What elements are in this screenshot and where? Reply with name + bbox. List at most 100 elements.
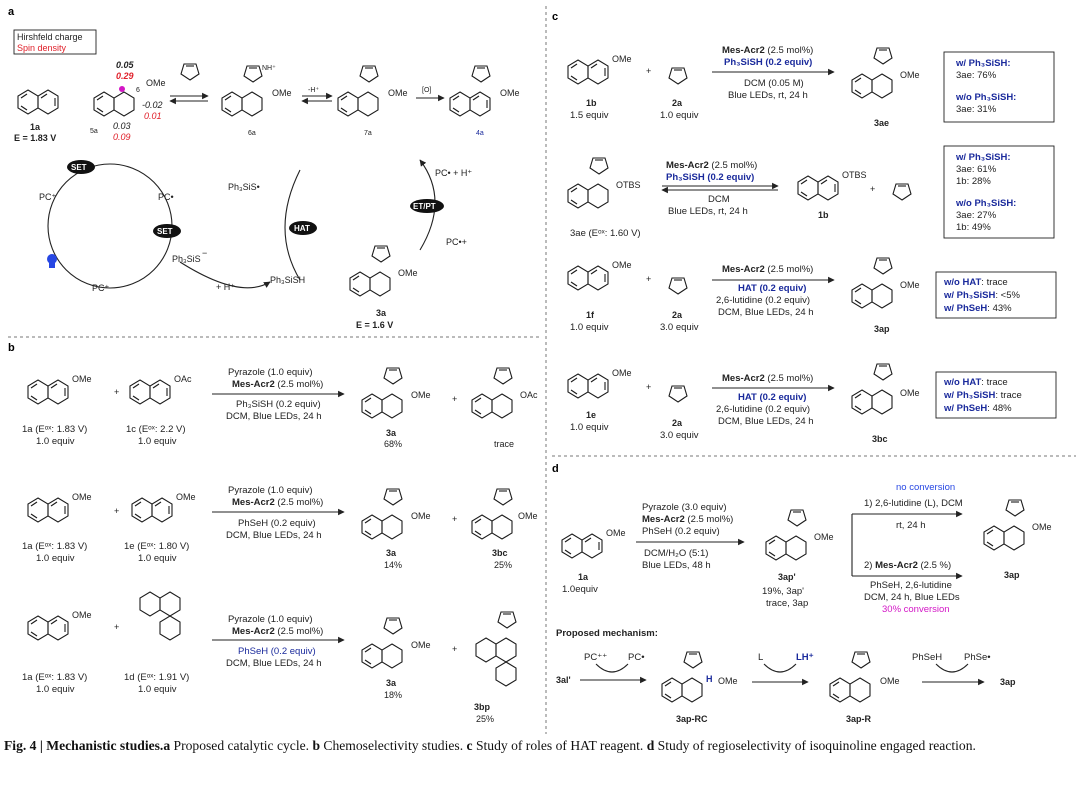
b2-cond-2: Mes-Acr2 (2.5 mol%) [232,497,323,508]
c4-box-1: w/o HAT: trace [943,377,1008,388]
etpt-badge [410,199,444,213]
panel-a: Hirshfeld charge Spin density 1a E = 1.8… [13,29,520,330]
molecule-4a [449,91,491,117]
c1-result-box [943,51,1055,123]
caption-d-text: Study of regioselectivity of isoquinolin… [654,738,976,753]
c3-ome: OMe [612,260,632,270]
d-m-r-label: 3ap-R [846,714,872,724]
caption-fig: Fig. 4 | Mechanistic studies. [4,738,164,753]
b2-ome-2: OMe [176,492,196,502]
b1-cond-3: Ph₃SiSH (0.2 equiv) [236,399,321,410]
b3-prod-3a-pyr [383,617,403,635]
c4-prod-pyr [873,363,893,381]
d-prod-label: 3ap [1004,570,1020,580]
c3-box-3: w/ PhSeH: 43% [943,303,1012,314]
legend-spin: Spin density [17,43,67,53]
pos-6: 6 [136,87,140,94]
spin-top: 0.29 [116,71,134,81]
caption-c-text: Study of roles of HAT reagent. [472,738,647,753]
b3-p2-yield: 25% [476,714,494,724]
c4-eq-1: 1.0 equiv [570,422,609,433]
d-s1b: rt, 24 h [896,520,926,531]
b2-p1-yield: 14% [384,560,402,570]
c4-prod-label: 3bc [872,434,888,444]
panel-label-a: a [8,6,15,18]
c2-cond-3: DCM [708,194,730,205]
pc-1: PC⁺ [92,283,110,293]
c3-eq-2: 3.0 equiv [660,322,699,333]
c2-box-3: 1b: 28% [956,176,991,187]
d-m-rc [661,677,703,703]
c1-box-2: 3ae: 76% [956,70,997,81]
d-sm-label: 1a [578,572,589,582]
b1-cond-1: Pyrazole (1.0 equiv) [228,367,312,378]
anion-minus: − [202,248,207,258]
b3-eq-1: 1.0 equiv [36,684,75,695]
c3-cond-2: HAT (0.2 equiv) [738,283,806,294]
b1-eq-1: 1.0 equiv [36,436,75,447]
b2-p2-yield: 25% [494,560,512,570]
c3-result-box [935,271,1057,319]
c1-label-1b: 1b [586,98,597,108]
c4-label-2a: 2a [672,418,683,428]
b3-sm-1a [27,615,69,641]
d-m-lh: LH⁺ [796,652,814,663]
b3-plus: + [114,622,119,632]
c3-cond-3: 2,6-lutidine (0.2 equiv) [716,295,810,306]
b2-prod-3bc [471,514,513,540]
b3-cond-4: DCM, Blue LEDs, 24 h [226,658,322,669]
b1-eq-2: 1.0 equiv [138,436,177,447]
d-sm-1a [561,533,603,559]
d-m-pc1: PC⁺⁺ [584,652,607,663]
d-cond-3: PhSeH (0.2 equiv) [642,526,720,537]
b3-p2-label: 3bp [474,702,491,712]
pyrazole-4a [471,65,491,83]
b3-label-1d: 1d (Eᵒˣ: 1.91 V) [124,672,189,683]
d-noconv: no conversion [896,482,955,493]
b2-prod-3a-pyr [383,488,403,506]
b2-eq-2: 1.0 equiv [138,553,177,564]
c2-prod-label: 1b [818,210,829,220]
b3-label-1a: 1a (Eᵒˣ: 1.83 V) [22,672,87,683]
d-m-h: H [706,674,713,684]
b2-p2-label: 3bc [492,548,508,558]
b1-p1-yield: 68% [384,439,402,449]
c4-box-2: w/ Ph₃SiSH: trace [943,390,1022,401]
ome-7a: OMe [388,88,408,98]
b2-p2-ome: OMe [518,511,538,521]
b3-cond-1: Pyrazole (1.0 equiv) [228,614,312,625]
caption-d: d [646,738,655,753]
c4-plus: + [646,382,651,392]
spin-6: 0.01 [144,111,162,121]
d-m-start: 3al' [556,675,571,685]
panel-label-c: c [552,11,558,23]
set-badge-1 [67,160,95,174]
charge-top: 0.05 [116,60,135,70]
d-mid-y2: trace, 3ap [766,598,808,609]
c3-cond-4: DCM, Blue LEDs, 24 h [718,307,814,318]
c2-result-box [943,145,1055,239]
spin-dot [119,86,125,92]
b1-ome: OMe [72,374,92,384]
b3-sm-1d [139,591,181,641]
b1-sm-1c [129,379,171,405]
d-mid-y1: 19%, 3ap' [762,586,804,597]
c1-cond-1: Mes-Acr2 (2.5 mol%) [722,45,813,56]
c4-cond-3: 2,6-lutidine (0.2 equiv) [716,404,810,415]
caption-b-text: Chemoselectivity studies. [320,738,467,753]
c2-cond-2: Ph₃SiSH (0.2 equiv) [666,172,754,183]
d-conv: 30% conversion [882,604,950,615]
pc-rad-1: PC• [158,192,174,202]
caption-a: a [163,738,171,753]
b2-prod-3a [361,514,403,540]
b2-cond-4: DCM, Blue LEDs, 24 h [226,530,322,541]
d-cond-1: Pyrazole (3.0 equiv) [642,502,726,513]
ph3sis-anion: Ph₃SiS [172,254,201,264]
d-m-r-ome: OMe [880,676,900,686]
d-mid-label: 3ap' [778,572,796,582]
b3-ome: OMe [72,610,92,620]
d-m-r [829,677,871,703]
b1-p2-yield: trace [494,439,514,449]
c2-cond-4: Blue LEDs, rt, 24 h [668,206,748,217]
plus-h: + H⁺ [216,282,235,292]
